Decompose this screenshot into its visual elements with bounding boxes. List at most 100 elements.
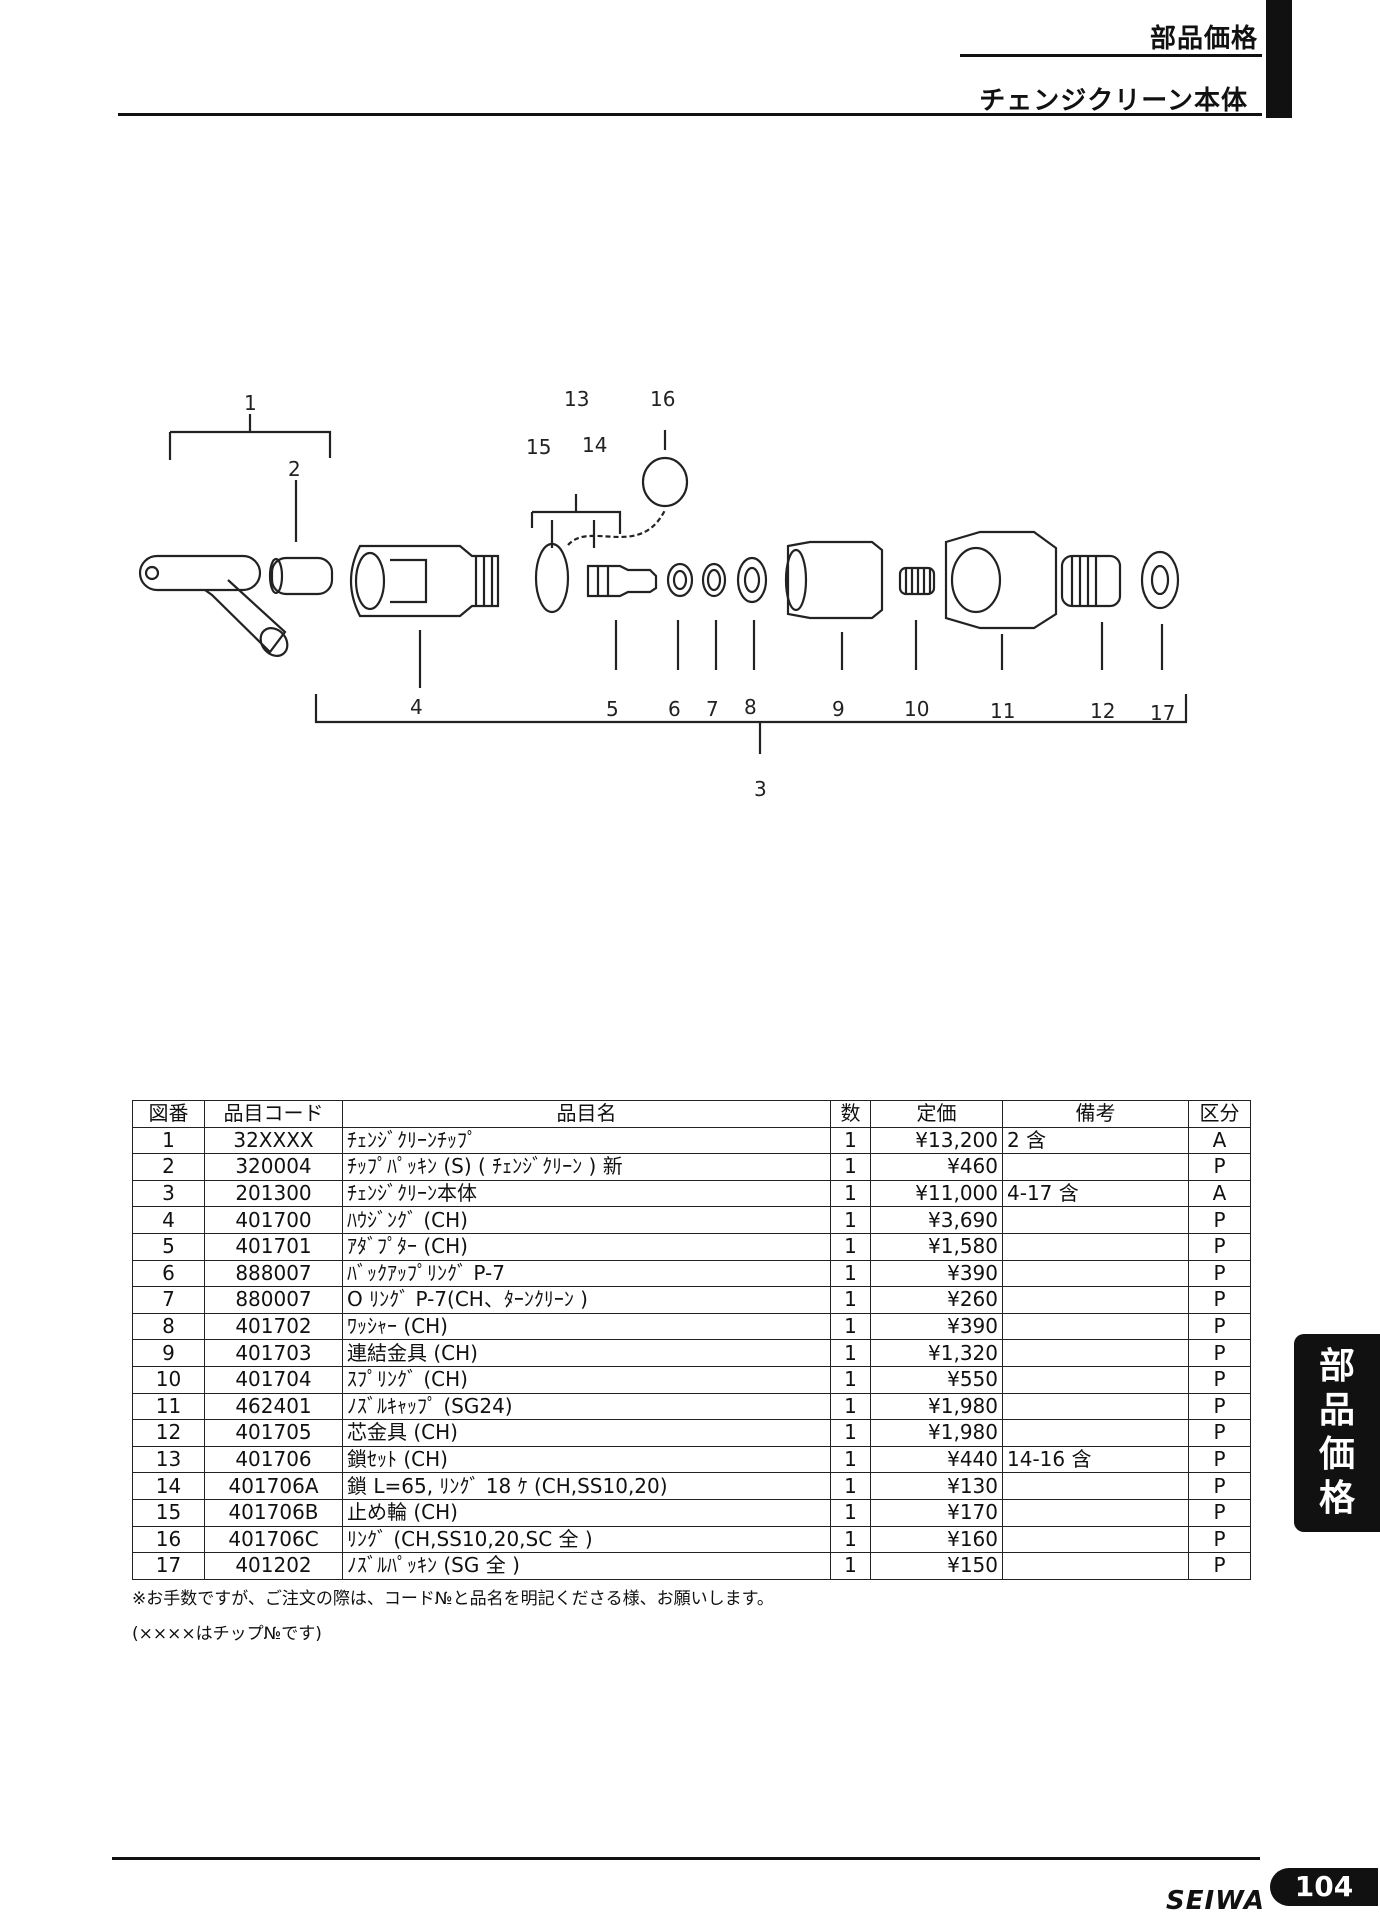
part-packing (270, 556, 334, 596)
cell-item-name: O ﾘﾝｸﾞ P-7(CH、ﾀｰﾝｸﾘｰﾝ ) (342, 1286, 831, 1314)
cell-qty: 1 (830, 1445, 871, 1474)
callout-2: 2 (288, 457, 301, 481)
cell-item-name: ﾁｯﾌﾟﾊﾟｯｷﾝ (S) ( ﾁｪﾝｼﾞｸﾘｰﾝ ) 新 (342, 1153, 831, 1181)
page-number: 104 (1270, 1868, 1378, 1906)
callout-10: 10 (904, 697, 929, 721)
side-tab-char: 格 (1318, 1478, 1355, 1519)
cell-remarks (1002, 1153, 1189, 1181)
cell-qty: 1 (830, 1552, 871, 1580)
callout-9: 9 (832, 697, 845, 721)
cell-fig-no: 11 (132, 1392, 205, 1421)
cell-remarks: 2 含 (1002, 1126, 1189, 1155)
side-index-tab: 部 品 価 格 (1294, 1334, 1380, 1532)
cell-fig-no: 9 (132, 1339, 205, 1367)
header-rule-bottom (118, 113, 1262, 116)
cell-class: P (1188, 1232, 1251, 1261)
cell-class: A (1188, 1179, 1251, 1208)
col-header-item-code: 品目コード (204, 1100, 343, 1128)
cell-remarks (1002, 1472, 1189, 1500)
cell-item-code: 32XXXX (204, 1126, 343, 1155)
col-header-class: 区分 (1188, 1100, 1251, 1128)
cell-class: P (1188, 1365, 1251, 1394)
cell-qty: 1 (830, 1126, 871, 1155)
order-note: ※お手数ですが、ご注文の際は、コード№と品名を明記くださる様、お願いします。 (132, 1588, 774, 1609)
cell-class: P (1188, 1498, 1251, 1527)
cell-remarks (1002, 1339, 1189, 1367)
callout-4: 4 (410, 695, 423, 719)
cell-qty: 1 (830, 1472, 871, 1500)
cell-item-name: ｽﾌﾟﾘﾝｸﾞ (CH) (342, 1365, 831, 1394)
side-tab-char: 価 (1318, 1434, 1355, 1475)
cell-price: ¥1,980 (870, 1392, 1003, 1421)
cell-class: P (1188, 1286, 1251, 1314)
cell-class: P (1188, 1206, 1251, 1234)
cell-item-name: ﾉｽﾞﾙｷｬｯﾌﾟ (SG24) (342, 1392, 831, 1421)
part-adapter (586, 564, 658, 598)
cell-qty: 1 (830, 1206, 871, 1234)
cell-remarks (1002, 1392, 1189, 1421)
cell-item-name: ﾊｳｼﾞﾝｸﾞ (CH) (342, 1206, 831, 1234)
cell-price: ¥260 (870, 1286, 1003, 1314)
cell-item-code: 320004 (204, 1153, 343, 1181)
cell-fig-no: 10 (132, 1365, 205, 1394)
cell-price: ¥1,980 (870, 1419, 1003, 1447)
bracket-3 (314, 694, 1188, 754)
cell-class: P (1188, 1552, 1251, 1580)
cell-qty: 1 (830, 1419, 871, 1447)
part-snap-ring (534, 542, 570, 614)
cell-item-name: 芯金具 (CH) (342, 1419, 831, 1447)
cell-price: ¥130 (870, 1472, 1003, 1500)
cell-qty: 1 (830, 1525, 871, 1554)
cell-price: ¥460 (870, 1153, 1003, 1181)
cell-item-code: 880007 (204, 1286, 343, 1314)
cell-item-code: 401700 (204, 1206, 343, 1234)
tip-number-note: (××××はチップ№です) (132, 1623, 322, 1644)
cell-fig-no: 17 (132, 1552, 205, 1580)
cell-qty: 1 (830, 1153, 871, 1181)
cell-class: P (1188, 1392, 1251, 1421)
cell-class: P (1188, 1472, 1251, 1500)
callout-14: 14 (582, 433, 607, 457)
part-nozzle-packing (1140, 550, 1180, 610)
part-ring (641, 456, 689, 508)
cell-fig-no: 15 (132, 1498, 205, 1527)
cell-fig-no: 2 (132, 1153, 205, 1181)
cell-item-name: 止め輪 (CH) (342, 1498, 831, 1527)
cell-item-name: ﾉｽﾞﾙﾊﾟｯｷﾝ (SG 全 ) (342, 1552, 831, 1580)
cell-item-code: 888007 (204, 1259, 343, 1288)
cell-price: ¥3,690 (870, 1206, 1003, 1234)
cell-price: ¥160 (870, 1525, 1003, 1554)
cell-item-name: ﾜｯｼｬｰ (CH) (342, 1312, 831, 1341)
cell-remarks (1002, 1232, 1189, 1261)
cell-qty: 1 (830, 1286, 871, 1314)
col-header-fig-no: 図番 (132, 1100, 205, 1128)
cell-fig-no: 16 (132, 1525, 205, 1554)
callout-3: 3 (754, 777, 767, 801)
cell-item-code: 401706C (204, 1525, 343, 1554)
cell-item-name: 鎖 L=65, ﾘﾝｸﾞ 18 ｹ (CH,SS10,20) (342, 1472, 831, 1500)
cell-price: ¥13,200 (870, 1126, 1003, 1155)
callout-8: 8 (744, 695, 757, 719)
exploded-parts-diagram: 1 2 3 4 5 6 7 8 9 10 11 12 13 14 15 16 1… (120, 370, 1240, 810)
cell-item-code: 401706A (204, 1472, 343, 1500)
cell-price: ¥1,320 (870, 1339, 1003, 1367)
cell-remarks: 14-16 含 (1002, 1445, 1189, 1474)
cell-class: P (1188, 1339, 1251, 1367)
callout-13: 13 (564, 387, 589, 411)
callout-5: 5 (606, 697, 619, 721)
cell-remarks (1002, 1312, 1189, 1341)
cell-item-code: 201300 (204, 1179, 343, 1208)
col-header-price: 定価 (870, 1100, 1003, 1128)
callout-16: 16 (650, 387, 675, 411)
cell-item-name: ﾁｪﾝｼﾞｸﾘｰﾝﾁｯﾌﾟ (342, 1126, 831, 1155)
cell-item-code: 401705 (204, 1419, 343, 1447)
